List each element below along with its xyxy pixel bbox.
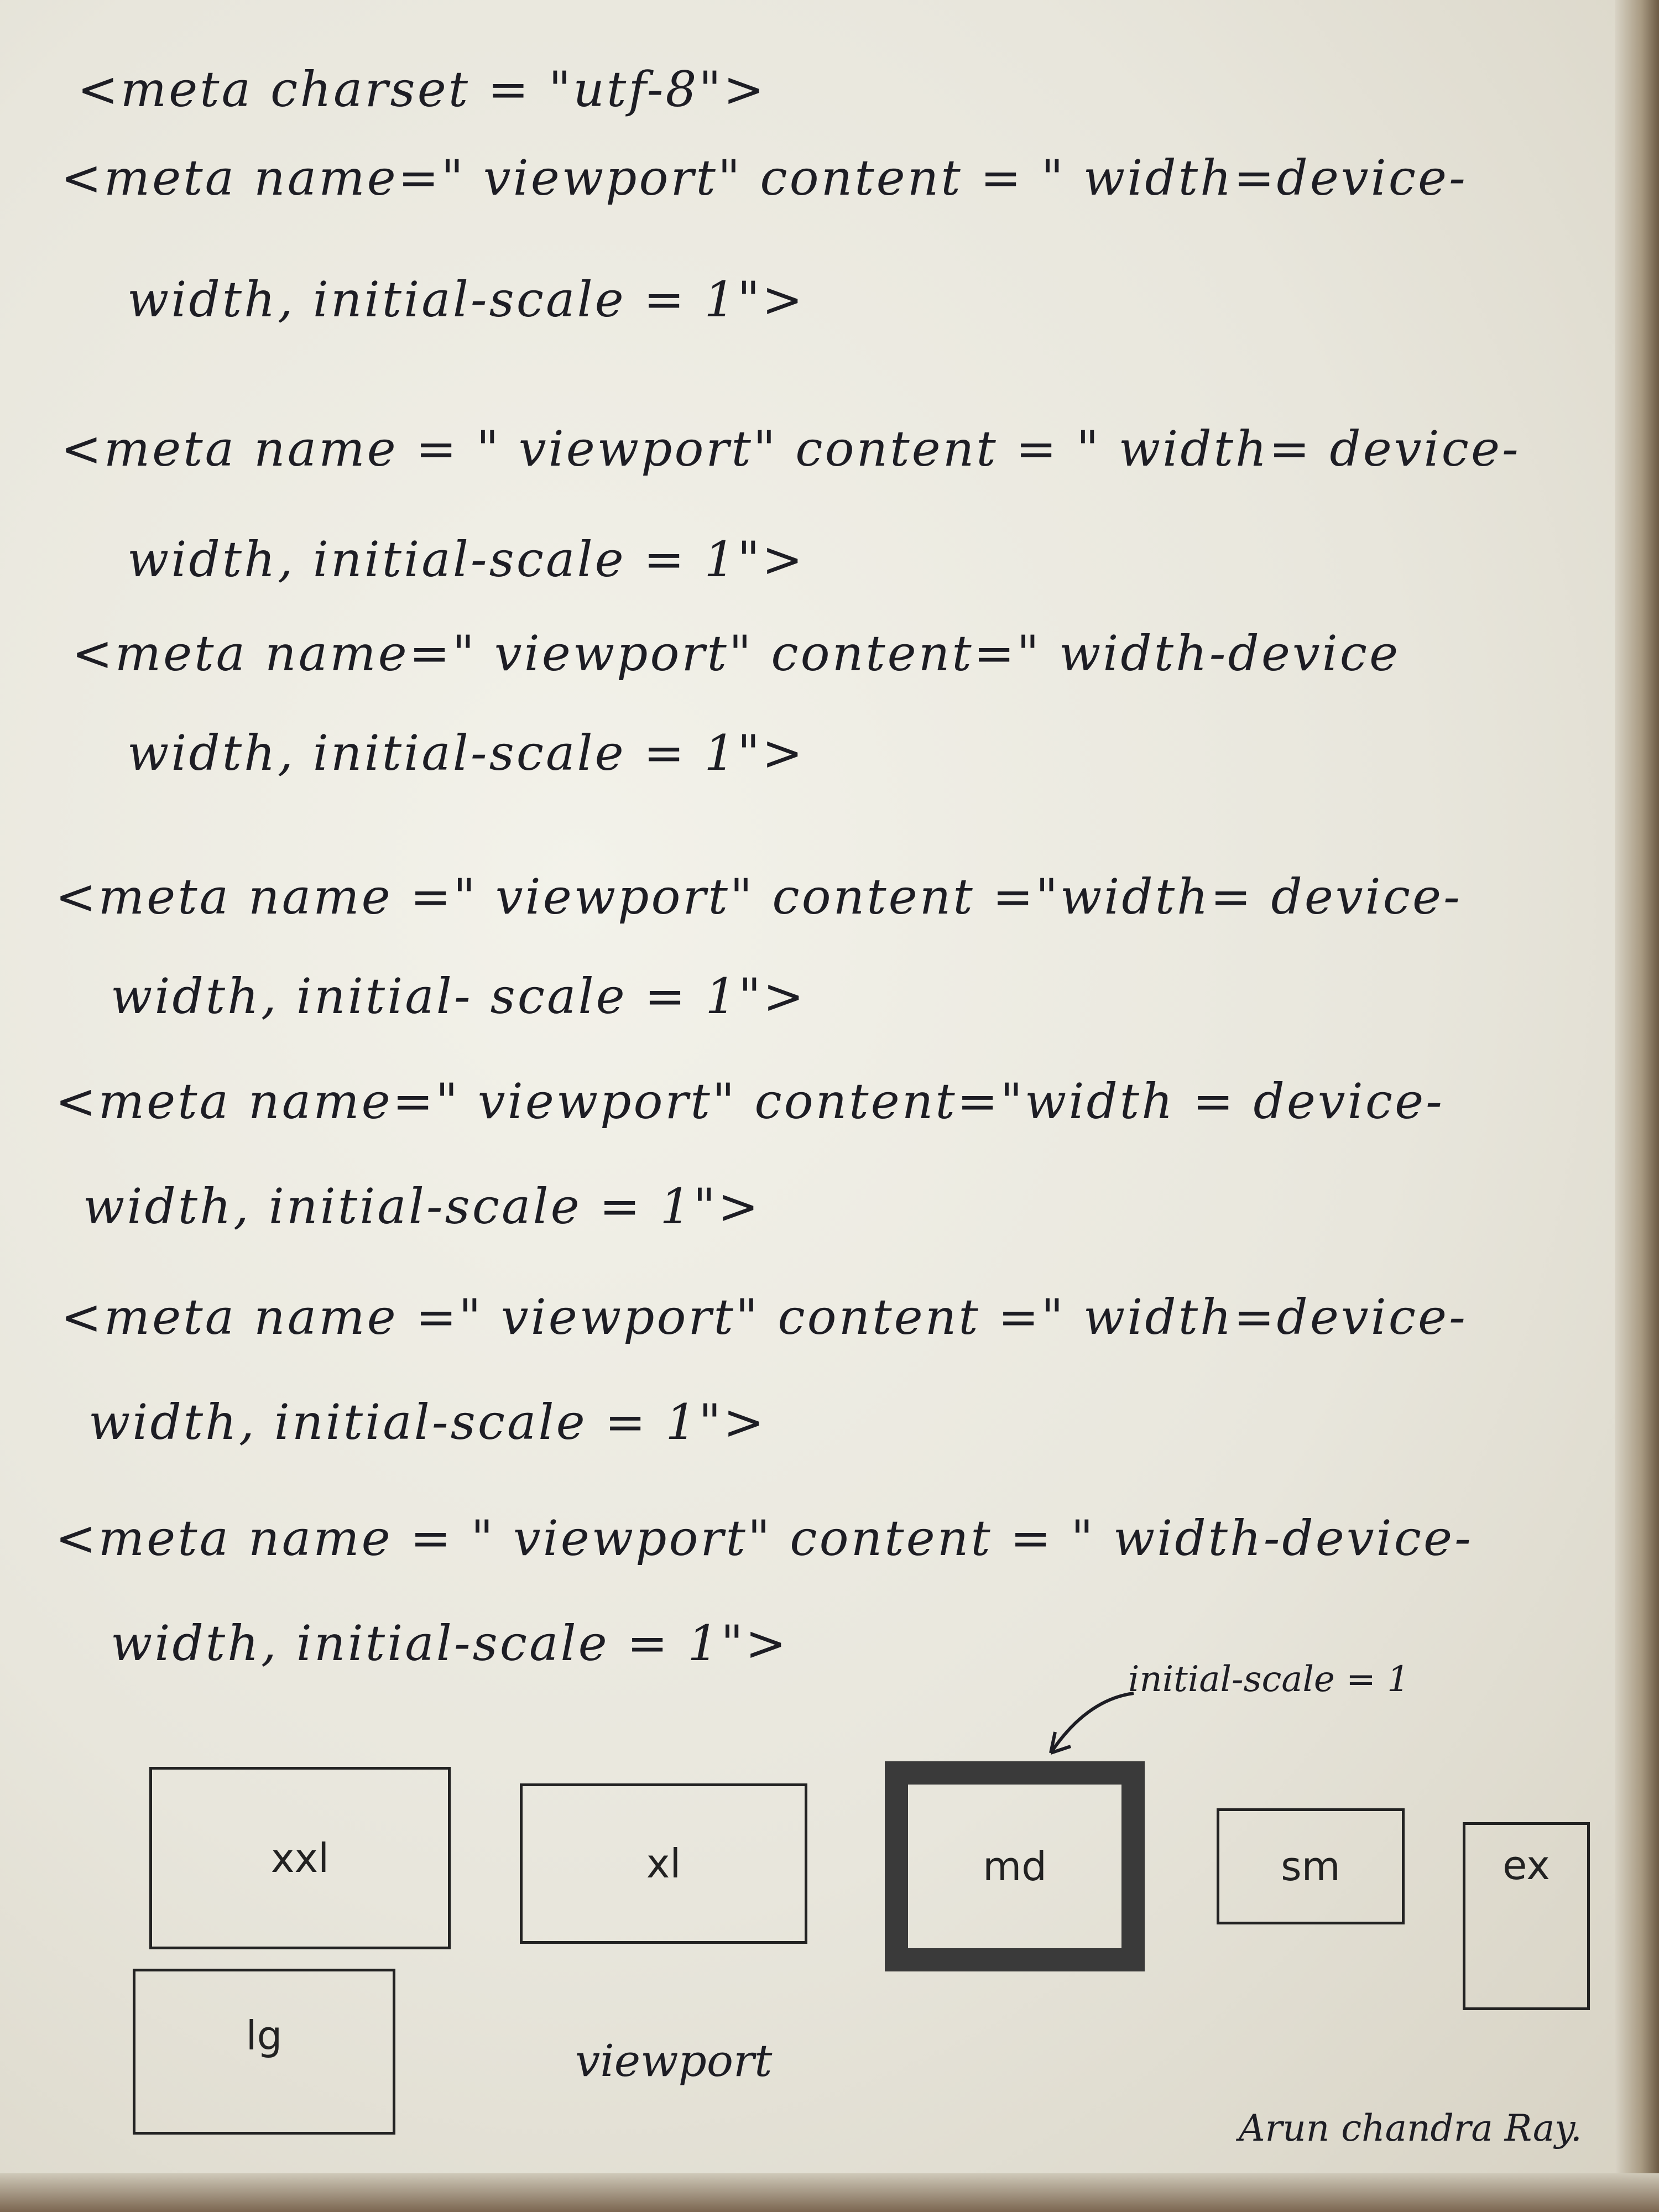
code-line-8: <meta name =" viewport" content ="width=… [55, 868, 1462, 925]
box-label-xxl: xxl [270, 1835, 330, 1881]
author-signature: Arun chandra Ray. [1239, 2107, 1582, 2150]
code-line-11: width, initial-scale = 1"> [83, 1178, 761, 1235]
code-line-9: width, initial- scale = 1"> [111, 968, 806, 1025]
box-label-xl: xl [646, 1840, 681, 1887]
viewport-box-sm: sm [1217, 1808, 1405, 1924]
initial-scale-annotation: initial-scale = 1 [1128, 1659, 1410, 1700]
code-line-14: <meta name = " viewport" content = " wid… [55, 1510, 1473, 1567]
viewport-box-xl: xl [520, 1783, 807, 1944]
code-line-10: <meta name=" viewport" content="width = … [55, 1073, 1444, 1130]
code-line-1: <meta charset = "utf-8"> [77, 61, 766, 118]
box-label-lg: lg [246, 2012, 283, 2059]
viewport-box-md: md [885, 1761, 1145, 1971]
code-line-6: <meta name=" viewport" content=" width-d… [72, 625, 1401, 682]
paper-edge-right [1615, 0, 1659, 2212]
code-line-12: <meta name =" viewport" content =" width… [61, 1288, 1468, 1345]
code-line-7: width, initial-scale = 1"> [127, 724, 805, 781]
code-line-5: width, initial-scale = 1"> [127, 531, 805, 588]
viewport-box-xxl: xxl [149, 1767, 451, 1949]
paper-edge-bottom [0, 2173, 1659, 2212]
code-line-2: <meta name=" viewport" content = " width… [61, 149, 1468, 206]
box-label-md: md [983, 1843, 1047, 1890]
code-line-3: width, initial-scale = 1"> [127, 271, 805, 328]
annotation-arrow-icon [1049, 1692, 1134, 1755]
viewport-box-ex: ex [1463, 1822, 1590, 2010]
box-label-ex: ex [1503, 1841, 1550, 1888]
box-label-sm: sm [1281, 1843, 1340, 1890]
code-line-4: <meta name = " viewport" content = " wid… [61, 420, 1521, 477]
code-line-15: width, initial-scale = 1"> [111, 1615, 789, 1672]
viewport-caption: viewport [575, 2035, 773, 2086]
viewport-box-lg: lg [133, 1969, 395, 2135]
code-line-13: width, initial-scale = 1"> [88, 1394, 766, 1451]
